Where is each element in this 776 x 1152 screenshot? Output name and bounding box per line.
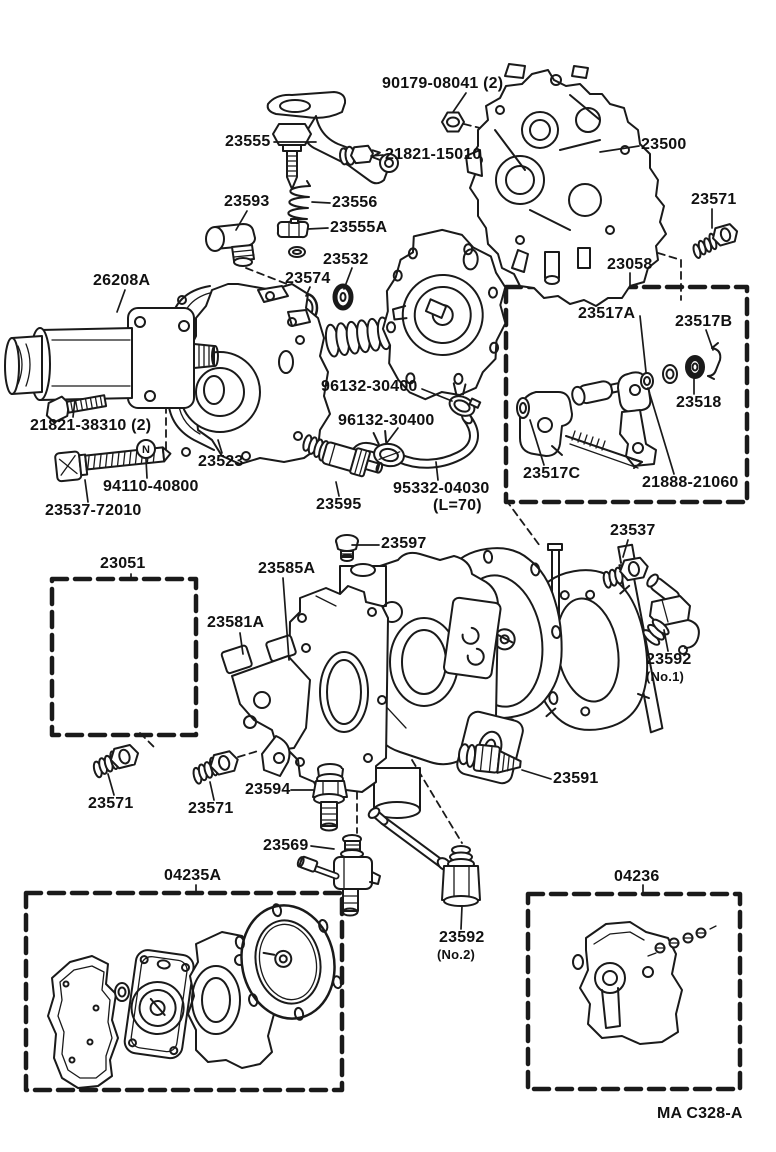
part-23537-drawing <box>602 556 649 589</box>
part-96132-clamp1-drawing <box>448 382 482 417</box>
part-21821-15010-drawing <box>339 144 381 166</box>
label-23595: 23595 <box>316 496 362 513</box>
label-23537: 23537 <box>610 522 656 539</box>
part-23058-cylinder-drawing <box>571 380 622 406</box>
label-23500: 23500 <box>641 136 687 153</box>
label-21888-21060: 21888-21060 <box>642 474 739 491</box>
label-23571-top: 23571 <box>691 191 737 208</box>
part-23595-drawing <box>302 434 384 478</box>
part-plunger-spring-drawing <box>324 316 392 358</box>
label-96132-30400-1: 96132-30400 <box>321 378 418 395</box>
part-23585a-plate-drawing <box>287 585 389 799</box>
label-23593: 23593 <box>224 193 270 210</box>
kit-04236-contents-drawing <box>572 921 717 1045</box>
label-94110-40800: 94110-40800 <box>103 478 199 495</box>
label-23592-no1-sub: (No.1) <box>646 669 685 684</box>
leader-lines <box>72 92 714 930</box>
label-95332-04030-length: (L=70) <box>433 497 482 514</box>
label-23555: 23555 <box>225 133 271 150</box>
label-23571-right: 23571 <box>188 800 234 817</box>
label-95332-04030: 95332-04030 <box>393 480 490 497</box>
part-23517a-washer-drawing <box>640 364 678 390</box>
part-23592-no1-drawing <box>642 573 700 655</box>
svg-text:N: N <box>142 444 150 456</box>
drawing-code: MA C328-A <box>657 1105 743 1122</box>
label-23518: 23518 <box>676 394 722 411</box>
part-23594-drawing <box>312 763 348 832</box>
part-23571-left-drawing <box>92 743 140 779</box>
label-23058: 23058 <box>607 256 653 273</box>
part-23517b-clip-drawing <box>707 342 722 380</box>
part-96132-clamp2-drawing <box>372 429 405 468</box>
label-23569: 23569 <box>263 837 309 854</box>
kit-04235a-contents-drawing <box>47 903 343 1089</box>
label-21821-38310: 21821-38310 (2) <box>30 417 152 434</box>
label-23517b: 23517B <box>675 313 733 330</box>
label-23592-no1: 23592 <box>646 651 692 668</box>
part-23571-right-drawing <box>192 750 239 785</box>
kit-box-04235a <box>23 890 345 1093</box>
label-04236: 04236 <box>614 868 660 885</box>
label-04235a: 04235A <box>164 867 222 884</box>
part-23591-drawing <box>458 743 522 774</box>
label-23597: 23597 <box>381 535 427 552</box>
part-washer-drawing <box>288 246 306 258</box>
part-23571-top-drawing <box>692 223 739 259</box>
label-23517a: 23517A <box>578 305 636 322</box>
part-21888-spring-rod-drawing <box>565 430 643 469</box>
part-23555a-drawing <box>276 218 310 239</box>
label-21821-15010: 21821-15010 <box>385 146 482 163</box>
label-23574: 23574 <box>285 270 331 287</box>
part-23593-drawing <box>205 223 256 267</box>
part-21821-38310-drawing <box>45 394 108 424</box>
part-23523-drawing <box>167 283 331 465</box>
label-23591: 23591 <box>553 770 599 787</box>
label-23571-left: 23571 <box>88 795 134 812</box>
part-26208a-drawing <box>4 307 219 409</box>
label-23537-72010: 23537-72010 <box>45 502 142 519</box>
label-23523: 23523 <box>198 453 244 470</box>
part-23500-drawing <box>465 63 667 307</box>
part-23592-no2-drawing <box>367 807 481 907</box>
label-23592-no2: 23592 <box>439 929 485 946</box>
part-23569-drawing <box>296 834 381 917</box>
label-23594: 23594 <box>245 781 291 798</box>
label-23581a: 23581A <box>207 614 265 631</box>
part-cover-gasket-drawing <box>381 228 507 401</box>
label-23556: 23556 <box>332 194 378 211</box>
label-23532: 23532 <box>323 251 369 268</box>
label-23592-no2-sub: (No.2) <box>437 947 476 962</box>
part-23532-seal-drawing <box>332 283 354 311</box>
part-23597-drawing <box>335 534 359 562</box>
part-90179-nut-drawing <box>441 111 465 133</box>
part-23518-seal-drawing <box>685 355 705 379</box>
kit-box-04236 <box>525 891 743 1092</box>
symbol-circled-n: N <box>136 439 156 459</box>
label-96132-30400-2: 96132-30400 <box>338 412 435 429</box>
label-90179-08041: 90179-08041 (2) <box>382 75 504 92</box>
kit-box-23051 <box>49 576 199 738</box>
label-23555a: 23555A <box>330 219 388 236</box>
label-23051: 23051 <box>100 555 146 572</box>
label-23585a: 23585A <box>258 560 316 577</box>
label-26208a: 26208A <box>93 272 151 289</box>
part-23517c-drawing <box>516 391 573 457</box>
label-23517c: 23517C <box>523 465 581 482</box>
